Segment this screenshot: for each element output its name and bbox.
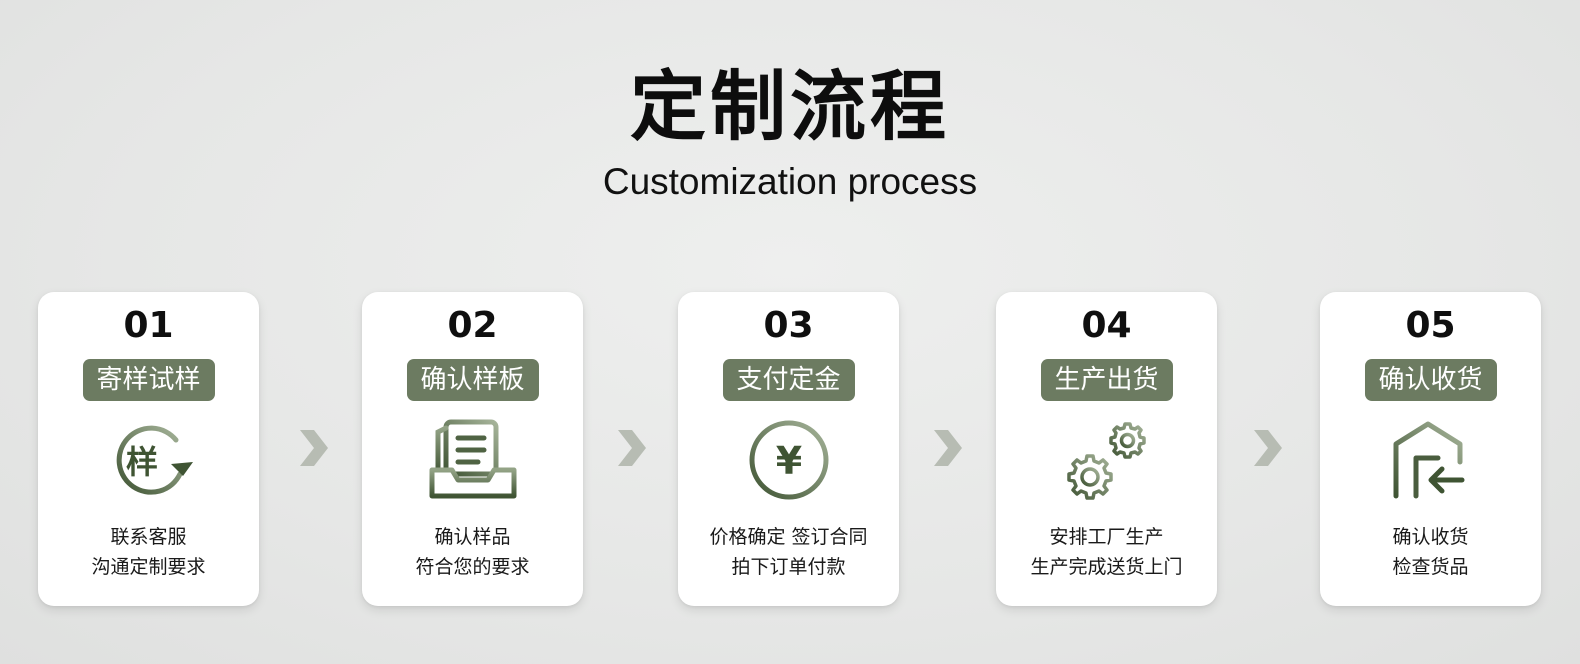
step-number: 03 xyxy=(763,305,814,346)
step-line-2: 符合您的要求 xyxy=(415,556,530,578)
page-header: 定制流程 Customization process xyxy=(0,62,1580,204)
chevron-right-icon xyxy=(930,428,966,468)
step-tag: 确认样板 xyxy=(406,359,539,401)
step-card-4: 04 生产出货 安排工厂生产 生产完成送货上门 xyxy=(996,292,1217,606)
step-number: 05 xyxy=(1405,305,1456,346)
step-description: 确认样品 符合您的要求 xyxy=(362,522,583,582)
step-line-1: 价格确定 签订合同 xyxy=(709,526,868,548)
step-description: 价格确定 签订合同 拍下订单付款 xyxy=(678,522,899,582)
sample-char: 样 xyxy=(125,443,157,481)
chevron-right-icon xyxy=(1250,428,1286,468)
step-line-1: 确认样品 xyxy=(434,526,511,548)
step-number: 04 xyxy=(1081,305,1132,346)
step-line-1: 联系客服 xyxy=(110,526,187,548)
step-tag: 支付定金 xyxy=(722,359,855,401)
step-description: 安排工厂生产 生产完成送货上门 xyxy=(996,522,1217,582)
yuan-coin-icon: ¥ xyxy=(744,418,834,502)
step-line-2: 生产完成送货上门 xyxy=(1030,556,1183,578)
step-card-2: 02 确认样板 确认样品 符合您的要求 xyxy=(362,292,583,606)
chevron-right-icon xyxy=(614,428,650,468)
step-tag: 确认收货 xyxy=(1364,359,1497,401)
step-line-1: 确认收货 xyxy=(1392,526,1469,548)
step-description: 联系客服 沟通定制要求 xyxy=(38,522,259,582)
step-tag: 寄样试样 xyxy=(82,359,215,401)
yuan-char: ¥ xyxy=(775,439,801,483)
step-card-5: 05 确认收货 确认收货 检查货品 xyxy=(1320,292,1541,606)
document-tray-icon xyxy=(428,418,518,502)
gears-icon xyxy=(1062,418,1152,502)
step-number: 02 xyxy=(447,305,498,346)
step-line-1: 安排工厂生产 xyxy=(1049,526,1164,548)
page-subtitle: Customization process xyxy=(602,161,978,202)
step-card-1: 01 寄样试样 样 联系客服 沟通定制要求 xyxy=(38,292,259,606)
chevron-right-icon xyxy=(296,428,332,468)
step-description: 确认收货 检查货品 xyxy=(1320,522,1541,582)
step-tag: 生产出货 xyxy=(1040,359,1173,401)
page-title: 定制流程 xyxy=(630,62,950,151)
step-line-2: 拍下订单付款 xyxy=(731,556,846,578)
step-line-2: 检查货品 xyxy=(1392,556,1469,578)
warehouse-receive-icon xyxy=(1386,418,1476,502)
step-number: 01 xyxy=(123,305,174,346)
step-card-3: 03 支付定金 ¥ 价格确定 签订合同 拍下订单付款 xyxy=(678,292,899,606)
sample-cycle-icon: 样 xyxy=(104,418,194,502)
step-line-2: 沟通定制要求 xyxy=(91,556,206,578)
